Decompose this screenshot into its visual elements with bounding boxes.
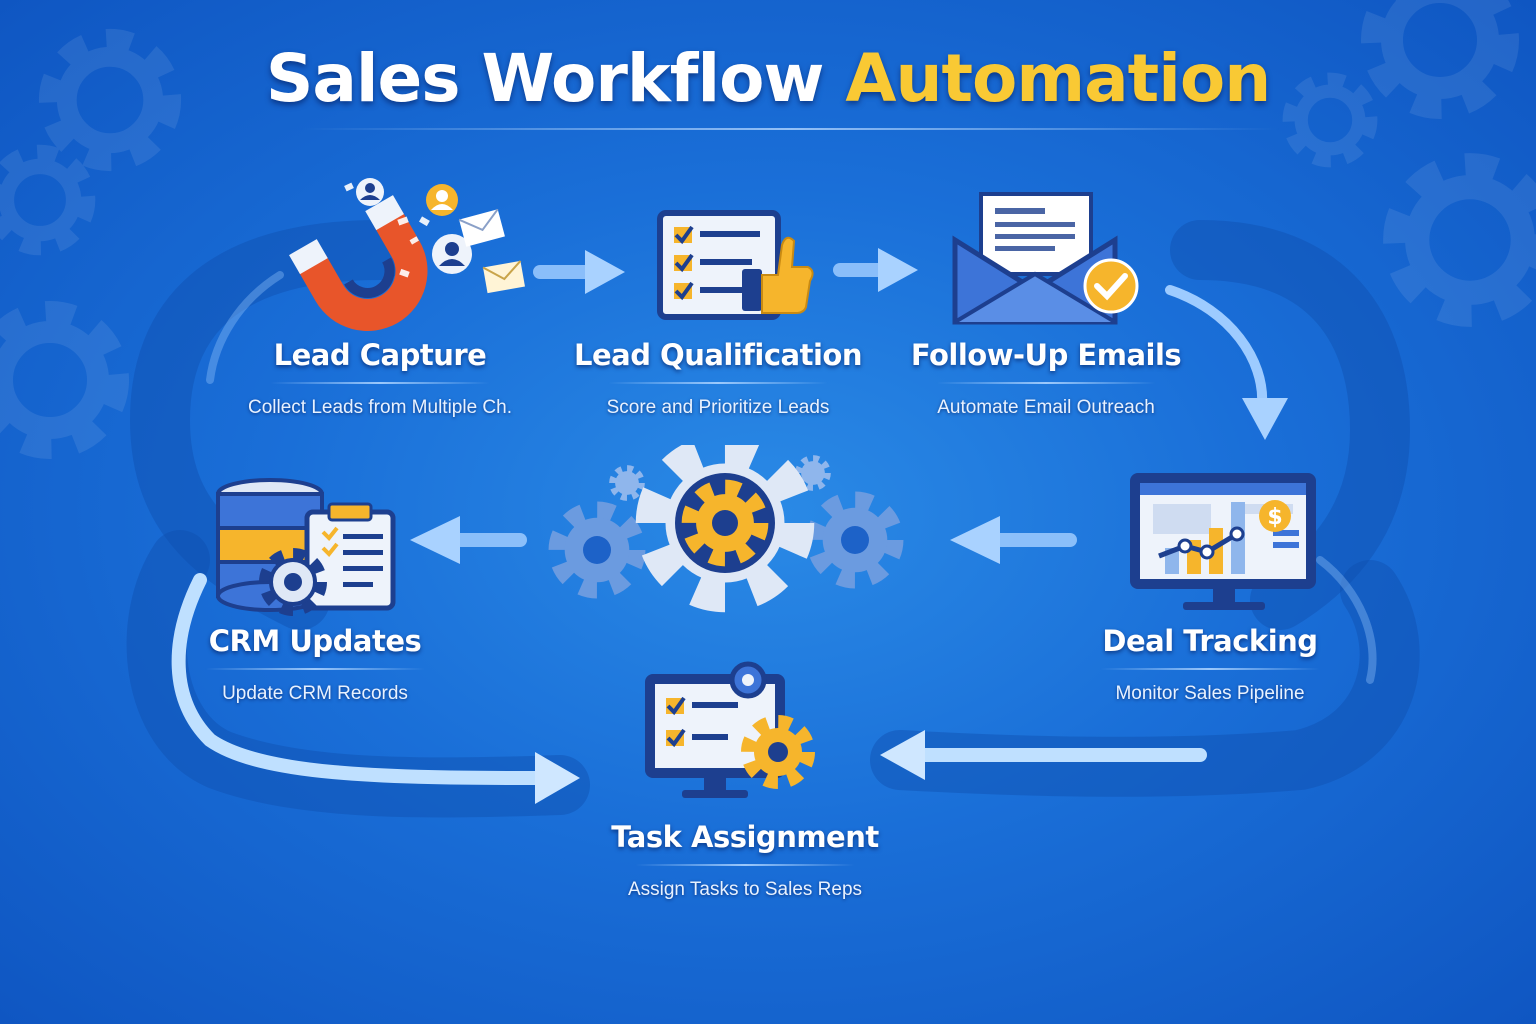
step-task-assignment-title: Task Assignment: [611, 820, 879, 854]
step-deal-tracking-title: Deal Tracking: [1102, 624, 1318, 658]
magnet-icon: [289, 178, 525, 331]
step-lead-capture-title: Lead Capture: [273, 338, 487, 372]
step-deal-tracking-description: Monitor Sales Pipeline: [1115, 683, 1305, 704]
step-follow-up-emails-title: Follow-Up Emails: [910, 338, 1182, 372]
step-task-assignment-description: Assign Tasks to Sales Reps: [627, 879, 863, 900]
title-divider: [300, 128, 1280, 130]
step-crm-updates-description: Update CRM Records: [222, 683, 408, 704]
step-deal-tracking-divider: [1100, 668, 1320, 670]
step-task-assignment-divider: [635, 864, 855, 866]
database-clipboard-gear-icon: [216, 478, 396, 616]
step-lead-qualification-title: Lead Qualification: [573, 338, 863, 372]
step-crm-updates-divider: [205, 668, 425, 670]
central-gears-icon: [535, 445, 925, 615]
step-lead-qualification-divider: [608, 382, 828, 384]
step-follow-up-emails-divider: [936, 382, 1156, 384]
step-lead-capture-description: Collect Leads from Multiple Ch.: [248, 397, 512, 418]
email-check-icon: [952, 192, 1139, 325]
dollar-sign: $: [1267, 505, 1282, 530]
step-crm-updates-title: CRM Updates: [208, 624, 422, 658]
title-accent: Automation: [845, 40, 1271, 117]
title-main: Sales Workflow: [265, 40, 825, 117]
monitor-tasks-gear-icon: [645, 661, 815, 798]
step-follow-up-emails-description: Automate Email Outreach: [937, 397, 1155, 418]
checklist-thumbs-up-icon: [657, 210, 814, 320]
step-lead-qualification-description: Score and Prioritize Leads: [606, 397, 830, 418]
monitor-chart-icon: $: [1130, 473, 1316, 610]
step-lead-capture-divider: [270, 382, 490, 384]
page-title: Sales Workflow Automation: [0, 40, 1536, 117]
